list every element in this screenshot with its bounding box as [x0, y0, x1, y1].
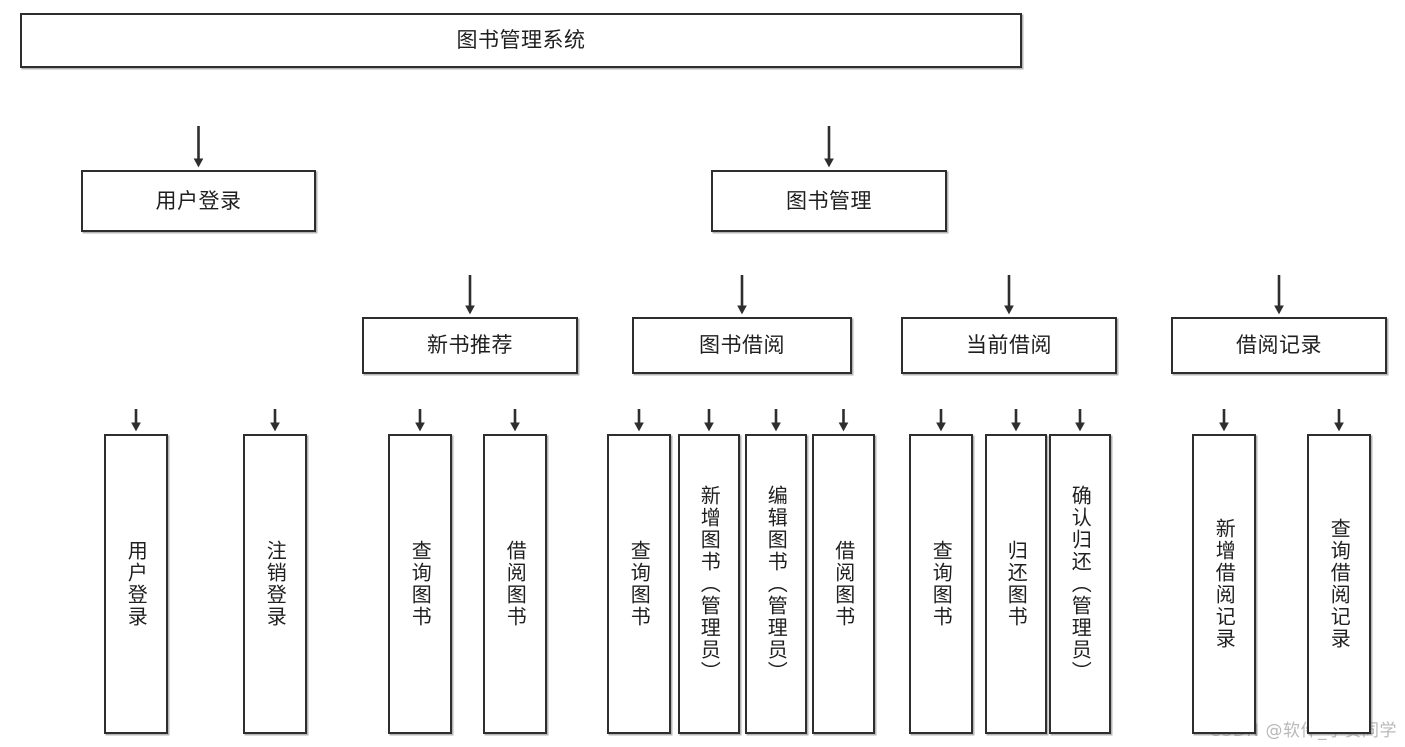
leaf-node-box[interactable]: 查询图书 — [909, 434, 973, 734]
level3-node-box[interactable]: 当前借阅 — [901, 317, 1117, 374]
leaf-node-label: 借阅图书 — [503, 540, 528, 628]
leaf-node-box[interactable]: 归还图书 — [985, 434, 1047, 734]
leaf-node-box[interactable]: 新增借阅记录 — [1192, 434, 1256, 734]
leaf-node-label: 注销登录 — [263, 540, 288, 628]
leaf-node-box[interactable]: 查询图书 — [607, 434, 671, 734]
leaf-node-label: 查询图书 — [627, 540, 652, 628]
leaf-node-box[interactable]: 新增图书（管理员） — [678, 434, 740, 734]
level3-node-box[interactable]: 借阅记录 — [1171, 317, 1387, 374]
leaf-node-box[interactable]: 查询图书 — [388, 434, 452, 734]
leaf-node-box[interactable]: 借阅图书 — [812, 434, 875, 734]
leaf-node-label: 借阅图书 — [831, 540, 856, 628]
level2-node-label: 图书管理 — [786, 188, 872, 213]
leaf-node-label: 查询图书 — [929, 540, 954, 628]
level3-node-box[interactable]: 新书推荐 — [362, 317, 578, 374]
leaf-node-label: 用户登录 — [124, 540, 149, 628]
root-node-box[interactable]: 图书管理系统 — [20, 13, 1022, 68]
level3-node-label: 借阅记录 — [1236, 333, 1322, 358]
root-node-label: 图书管理系统 — [456, 28, 586, 53]
leaf-node-label: 编辑图书（管理员） — [764, 485, 789, 683]
level3-node-label: 当前借阅 — [966, 333, 1052, 358]
leaf-node-box[interactable]: 查询借阅记录 — [1307, 434, 1371, 734]
level3-node-box[interactable]: 图书借阅 — [632, 317, 852, 374]
leaf-node-box[interactable]: 借阅图书 — [483, 434, 547, 734]
leaf-node-label: 新增借阅记录 — [1212, 518, 1237, 650]
leaf-node-label: 归还图书 — [1004, 540, 1029, 628]
leaf-node-label: 新增图书（管理员） — [697, 485, 722, 683]
level3-node-label: 图书借阅 — [699, 333, 785, 358]
leaf-node-label: 查询图书 — [408, 540, 433, 628]
leaf-node-box[interactable]: 确认归还（管理员） — [1049, 434, 1111, 734]
level2-node-box[interactable]: 图书管理 — [711, 170, 947, 232]
leaf-node-box[interactable]: 注销登录 — [243, 434, 307, 734]
leaf-node-label: 查询借阅记录 — [1327, 518, 1352, 650]
leaf-node-box[interactable]: 编辑图书（管理员） — [745, 434, 807, 734]
level2-node-label: 用户登录 — [155, 188, 242, 213]
leaf-node-box[interactable]: 用户登录 — [104, 434, 168, 734]
level3-node-label: 新书推荐 — [427, 333, 513, 358]
leaf-node-label: 确认归还（管理员） — [1068, 485, 1093, 683]
level2-node-box[interactable]: 用户登录 — [81, 170, 316, 232]
